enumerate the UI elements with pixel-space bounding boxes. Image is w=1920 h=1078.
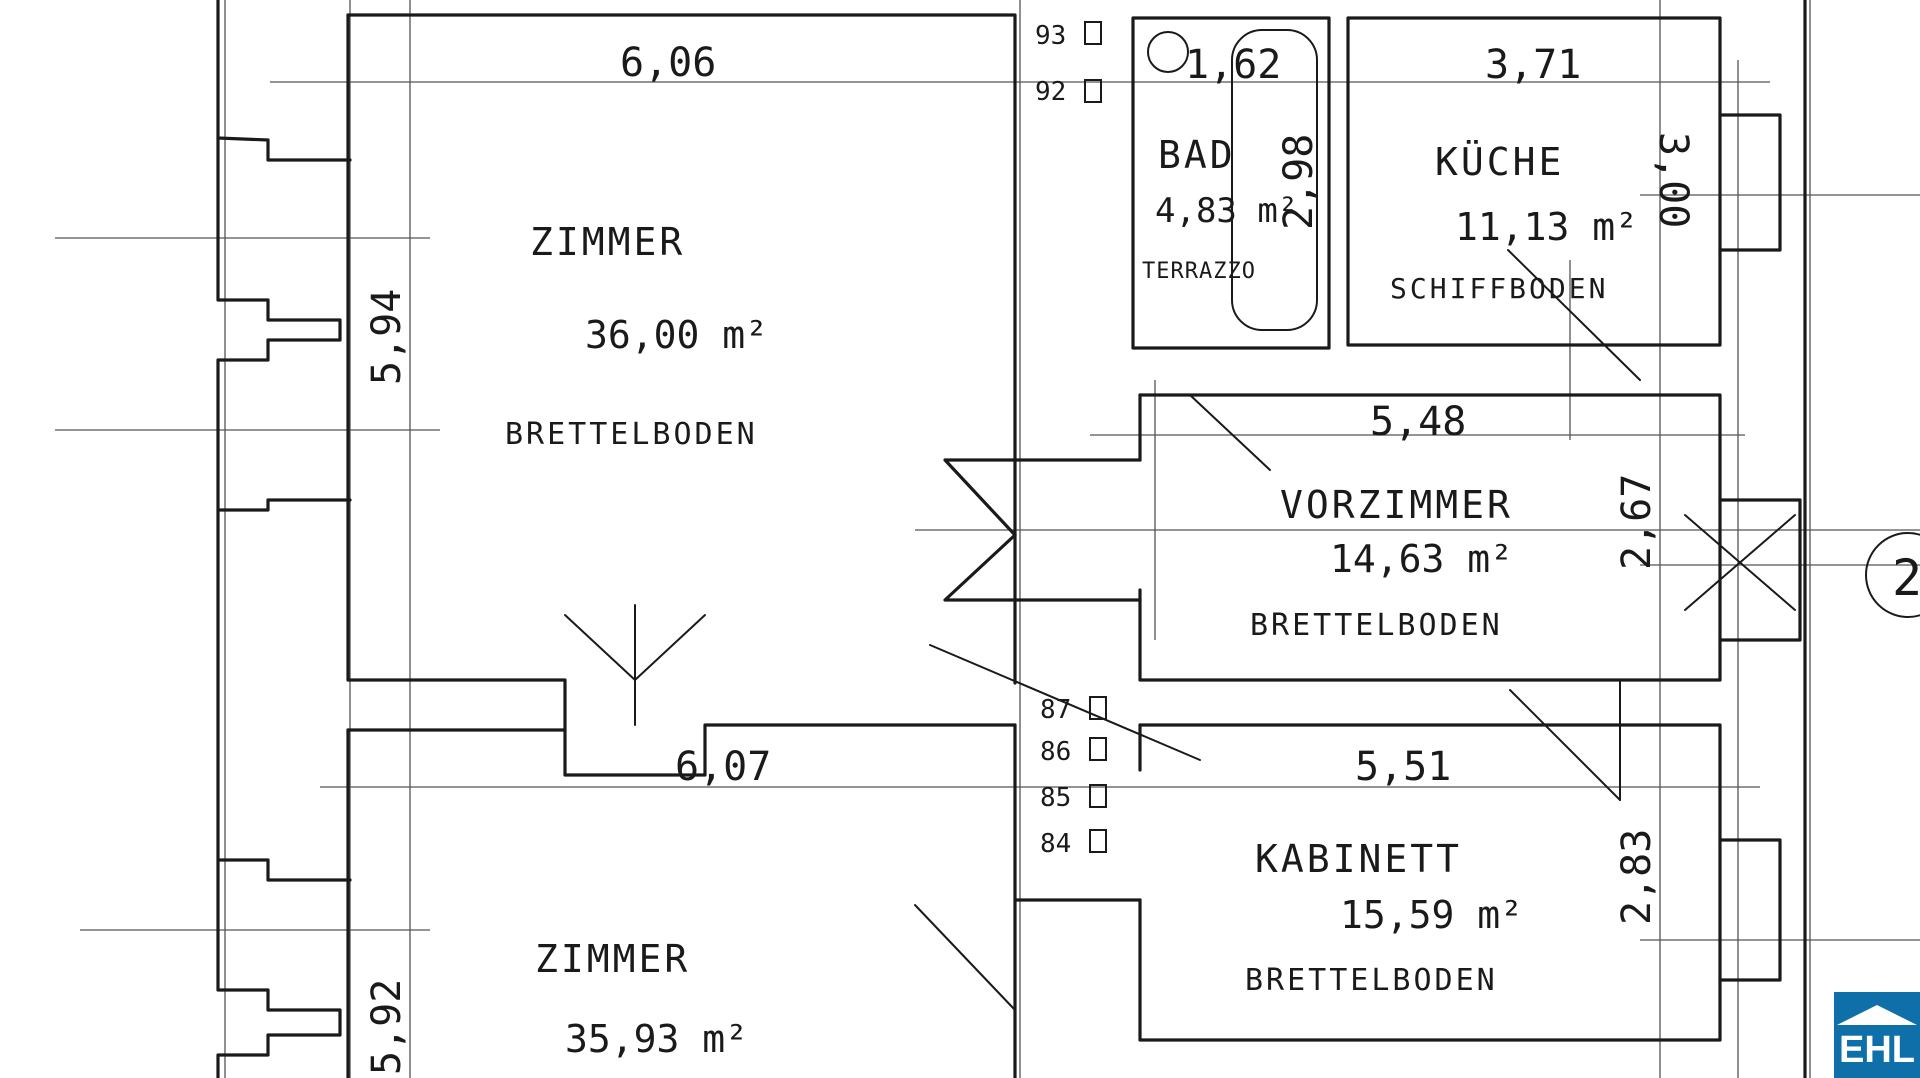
chimney-tag: 85 bbox=[1040, 783, 1071, 813]
dimension-label: 5,48 bbox=[1370, 399, 1466, 445]
room-name: KÜCHE bbox=[1435, 140, 1564, 184]
room-floor: BRETTELBODEN bbox=[1245, 963, 1498, 998]
chimney-tag: 92 bbox=[1035, 77, 1066, 107]
room-area: 11,13 m² bbox=[1455, 205, 1638, 249]
dimension-label: 2,83 bbox=[1614, 829, 1660, 925]
dimension-label: 6,07 bbox=[675, 744, 771, 790]
chimney-tag: 86 bbox=[1040, 737, 1071, 767]
dimension-label: 5,51 bbox=[1355, 744, 1451, 790]
dimension-label: 5,92 bbox=[364, 979, 410, 1075]
edge-marker: 2 bbox=[1892, 549, 1920, 607]
room-area: 4,83 m² bbox=[1155, 191, 1298, 231]
room-name: ZIMMER bbox=[535, 937, 690, 981]
room-area: 14,63 m² bbox=[1330, 537, 1513, 581]
room-name: KABINETT bbox=[1255, 837, 1462, 881]
room-name: BAD bbox=[1158, 133, 1236, 177]
dimension-label: 2,98 bbox=[1276, 134, 1322, 230]
dimension-label: 1,62 bbox=[1185, 42, 1281, 88]
logo-text: EHL bbox=[1839, 1029, 1915, 1071]
edge-marker-circle bbox=[1865, 532, 1920, 618]
room-area: 36,00 m² bbox=[585, 313, 768, 357]
door-swings bbox=[564, 29, 1796, 1011]
chimney-shafts bbox=[1084, 21, 1107, 853]
dimension-label: 3,71 bbox=[1485, 42, 1581, 88]
chimney-tag: 87 bbox=[1040, 695, 1071, 725]
room-floor: BRETTELBODEN bbox=[505, 417, 758, 452]
chimney-tag: 93 bbox=[1035, 21, 1066, 51]
chimney-tag: 84 bbox=[1040, 829, 1071, 859]
dimension-lines bbox=[55, 0, 1920, 1078]
walls bbox=[216, 0, 1807, 1078]
dimension-label: 6,06 bbox=[620, 40, 716, 86]
house-roof-icon bbox=[1837, 1005, 1917, 1025]
room-floor: BRETTELBODEN bbox=[1250, 608, 1503, 643]
room-area: 35,93 m² bbox=[565, 1017, 748, 1061]
room-name: VORZIMMER bbox=[1280, 483, 1513, 527]
dimension-label: 5,94 bbox=[364, 289, 410, 385]
dimension-label: 3,00 bbox=[1650, 132, 1696, 228]
room-floor: TERRAZZO bbox=[1142, 259, 1256, 284]
dimension-label: 2,67 bbox=[1614, 474, 1660, 570]
room-name: ZIMMER bbox=[530, 220, 685, 264]
room-area: 15,59 m² bbox=[1340, 893, 1523, 937]
ehl-logo: EHL bbox=[1834, 992, 1920, 1078]
room-floor: SCHIFFBODEN bbox=[1390, 272, 1608, 305]
